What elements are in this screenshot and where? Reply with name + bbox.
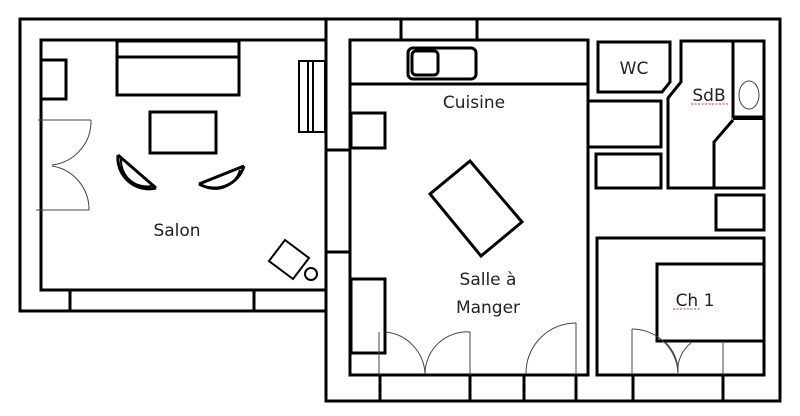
radiator-icon (298, 60, 326, 133)
dining-window-bottom (522, 373, 578, 403)
side-table-icon (267, 238, 318, 281)
sdb-wall (666, 39, 766, 190)
sofa-icon (115, 39, 241, 97)
closet (586, 99, 663, 149)
kitchen-dining-room: Cuisine Salle à Manger (348, 38, 590, 403)
salon-cabinet (39, 58, 68, 101)
kitchen-cabinet (349, 111, 387, 150)
ch1-double-door-icon (631, 328, 724, 375)
bed-icon (655, 262, 766, 343)
kitchen-window-top (399, 17, 479, 42)
coffee-table-icon (148, 110, 218, 155)
sideboard-icon (349, 277, 387, 355)
salon-inner-wall (39, 38, 328, 292)
wc-label: WC (620, 59, 649, 79)
wc-room: WC (596, 40, 672, 94)
salle-a-manger-label-line1: Salle à (460, 270, 517, 290)
lamp-icon (304, 267, 318, 281)
salon-double-door-icon (36, 119, 92, 211)
salon-room: Salon (18, 17, 328, 313)
wc-wall (596, 40, 672, 94)
ch1-window-bottom (631, 373, 725, 403)
sdb-label: SdB (692, 86, 725, 106)
armchair-icon (198, 164, 246, 190)
salon-label: Salon (153, 221, 200, 241)
closet (714, 193, 766, 232)
cuisine-label: Cuisine (443, 93, 505, 113)
sdb-shelf (731, 41, 764, 119)
bathtub-icon (712, 119, 735, 188)
ch1-room: Ch 1 (595, 236, 766, 403)
sink-bowl-icon (738, 80, 760, 110)
sdb-room: SdB (666, 39, 766, 190)
sink-icon (406, 46, 478, 81)
dining-window-bottom (378, 373, 472, 403)
main-outer-wall (324, 17, 782, 403)
armchair-icon (116, 153, 157, 191)
main-building (324, 17, 782, 403)
dining-table-icon (427, 158, 525, 259)
dining-double-door-icon (378, 331, 471, 375)
dining-door-icon (525, 322, 577, 375)
salle-a-manger-label-line2: Manger (456, 298, 520, 318)
closet (594, 152, 663, 190)
salon-window-bottom (68, 288, 256, 313)
ch1-label: Ch 1 (676, 291, 715, 311)
